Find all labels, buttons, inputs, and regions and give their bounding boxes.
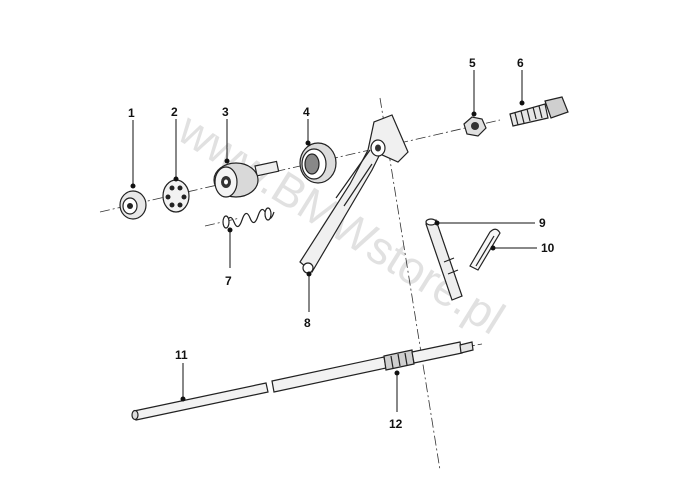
svg-text:8: 8 bbox=[304, 316, 311, 330]
part-11-rod bbox=[131, 382, 269, 421]
callout-2: 2 bbox=[171, 105, 179, 182]
svg-text:5: 5 bbox=[469, 56, 476, 70]
svg-text:11: 11 bbox=[175, 348, 188, 362]
part-7-spring bbox=[222, 207, 275, 229]
callout-5: 5 bbox=[469, 56, 477, 117]
part-10-split-pin bbox=[469, 228, 501, 271]
svg-text:7: 7 bbox=[225, 274, 232, 288]
part-4-bearing bbox=[299, 142, 337, 184]
svg-text:6: 6 bbox=[517, 56, 524, 70]
callout-6: 6 bbox=[517, 56, 525, 106]
svg-text:12: 12 bbox=[389, 417, 403, 431]
svg-text:2: 2 bbox=[171, 105, 178, 119]
part-12-rod bbox=[271, 341, 474, 393]
svg-text:9: 9 bbox=[539, 216, 546, 230]
part-8-lever bbox=[299, 114, 409, 274]
part-6-bolt bbox=[509, 96, 569, 127]
part-5-nut bbox=[463, 116, 487, 137]
callout-3: 3 bbox=[222, 105, 230, 164]
callout-8: 8 bbox=[304, 271, 312, 330]
callout-12: 12 bbox=[389, 370, 403, 431]
callout-1: 1 bbox=[128, 106, 136, 189]
callout-11: 11 bbox=[175, 348, 188, 402]
part-2-plate bbox=[162, 179, 190, 213]
callout-7: 7 bbox=[225, 227, 233, 288]
part-9-pin bbox=[425, 218, 463, 301]
callout-9: 9 bbox=[434, 216, 546, 230]
part-3-roller bbox=[213, 160, 280, 198]
svg-text:3: 3 bbox=[222, 105, 229, 119]
svg-text:4: 4 bbox=[303, 105, 310, 119]
callout-4: 4 bbox=[303, 105, 311, 146]
svg-text:10: 10 bbox=[541, 241, 555, 255]
svg-text:1: 1 bbox=[128, 106, 135, 120]
callout-10: 10 bbox=[490, 241, 555, 255]
part-1-cap bbox=[119, 190, 147, 220]
